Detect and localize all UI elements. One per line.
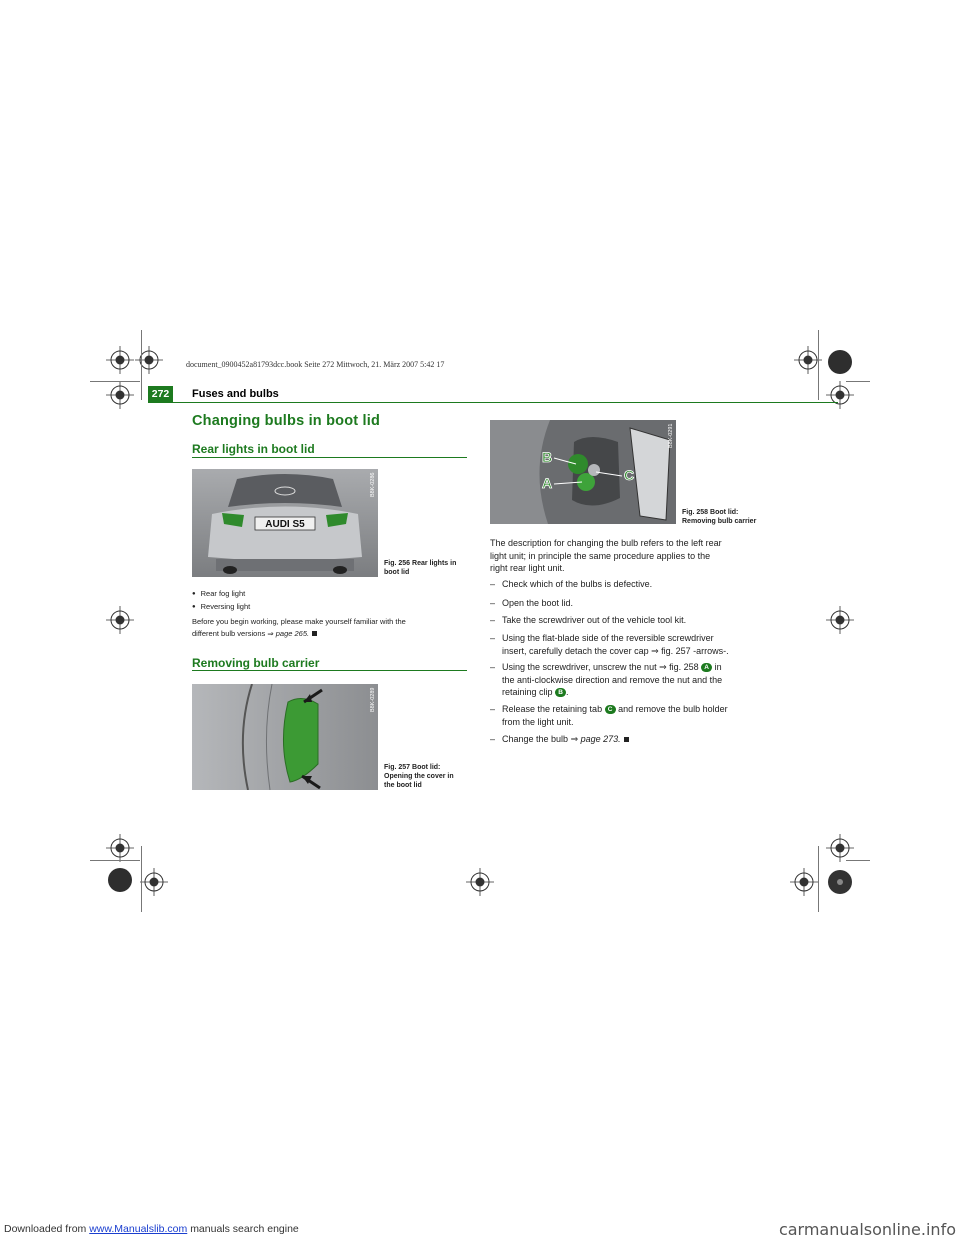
header-title: Fuses and bulbs [192, 388, 279, 400]
registration-mark-icon [106, 381, 134, 409]
registration-mark-icon [140, 868, 168, 896]
registration-mark-icon [106, 834, 134, 862]
note-paragraph: Before you begin working, please make yo… [192, 617, 406, 638]
crop-line [141, 846, 142, 912]
end-mark-icon [623, 737, 629, 742]
crop-line [846, 860, 870, 861]
section-title-removing-bulb-carrier: Removing bulb carrier [192, 656, 320, 670]
section-rule [192, 670, 467, 671]
registration-dot-icon [108, 868, 132, 892]
figure-256-rear-lights: AUDI S5 B8K-0286 [192, 469, 378, 577]
figure-code: B8K-0291 [668, 423, 674, 448]
bullet-rear-fog-light: Rear fog light [192, 588, 246, 601]
intro-paragraph: The description for changing the bulb re… [490, 538, 722, 573]
registration-mark-icon [790, 868, 818, 896]
figure-258-bulb-carrier: B A C B8K-0291 [490, 420, 676, 524]
license-plate-text: AUDI S5 [265, 519, 305, 530]
registration-mark-icon [466, 868, 494, 896]
end-mark-icon [312, 631, 318, 636]
callout-badge-a: A [701, 663, 713, 673]
page-number: 272 [148, 386, 173, 403]
figure-code: B8K-0289 [370, 687, 376, 712]
page-reference-link[interactable]: page 265. [275, 629, 310, 638]
bullet-reversing-light: Reversing light [192, 601, 251, 614]
registration-dot-icon [828, 350, 852, 374]
figure-257-boot-lid-cover: B8K-0289 [192, 684, 378, 790]
download-footer: Downloaded from www.Manualslib.com manua… [4, 1223, 299, 1235]
figure-code: B8K-0286 [370, 472, 376, 497]
callout-a: A [542, 475, 552, 491]
manualslib-link[interactable]: www.Manualslib.com [89, 1223, 188, 1235]
registration-mark-icon [826, 868, 854, 896]
registration-mark-icon [826, 606, 854, 634]
watermark: carmanualsonline.info [778, 1220, 956, 1239]
callout-badge-b: B [555, 688, 567, 698]
main-title: Changing bulbs in boot lid [192, 413, 381, 429]
step-4: – Using the flat-blade side of the rever… [490, 633, 729, 656]
crop-line [818, 846, 819, 912]
callout-b: B [542, 449, 552, 465]
registration-mark-icon [826, 834, 854, 862]
header-rule [148, 402, 838, 403]
section-rule [192, 457, 467, 458]
callout-badge-c: C [604, 705, 616, 715]
figure-258-caption: Fig. 258 Boot lid: Removing bulb carrier [682, 509, 757, 525]
document-meta-line: document_0900452a81793dcc.book Seite 272… [186, 360, 445, 369]
step-5: – Using the screwdriver, unscrew the nut… [490, 662, 723, 698]
crop-line [818, 330, 819, 400]
step-2: – Open the boot lid. [490, 598, 574, 608]
page-reference-link[interactable]: page 273. [580, 734, 621, 744]
figure-257-caption: Fig. 257 Boot lid: Opening the cover in … [384, 764, 454, 789]
step-7: – Change the bulb ⇒ page 273. [490, 733, 792, 747]
registration-mark-icon [106, 346, 134, 374]
section-title-rear-lights: Rear lights in boot lid [192, 442, 315, 456]
registration-mark-icon [106, 606, 134, 634]
figure-256-caption: Fig. 256 Rear lights in boot lid [384, 560, 457, 576]
callout-c: C [624, 467, 634, 483]
crop-line [141, 330, 142, 400]
crop-line [90, 381, 140, 382]
step-3: – Take the screwdriver out of the vehicl… [490, 615, 687, 625]
crop-line [90, 860, 140, 861]
registration-mark-icon [794, 346, 822, 374]
registration-mark-icon [135, 346, 163, 374]
crop-line [846, 381, 870, 382]
registration-mark-icon [826, 381, 854, 409]
step-1: – Check which of the bulbs is defective. [490, 579, 653, 589]
step-6: – Release the retaining tab C and remove… [490, 704, 728, 727]
